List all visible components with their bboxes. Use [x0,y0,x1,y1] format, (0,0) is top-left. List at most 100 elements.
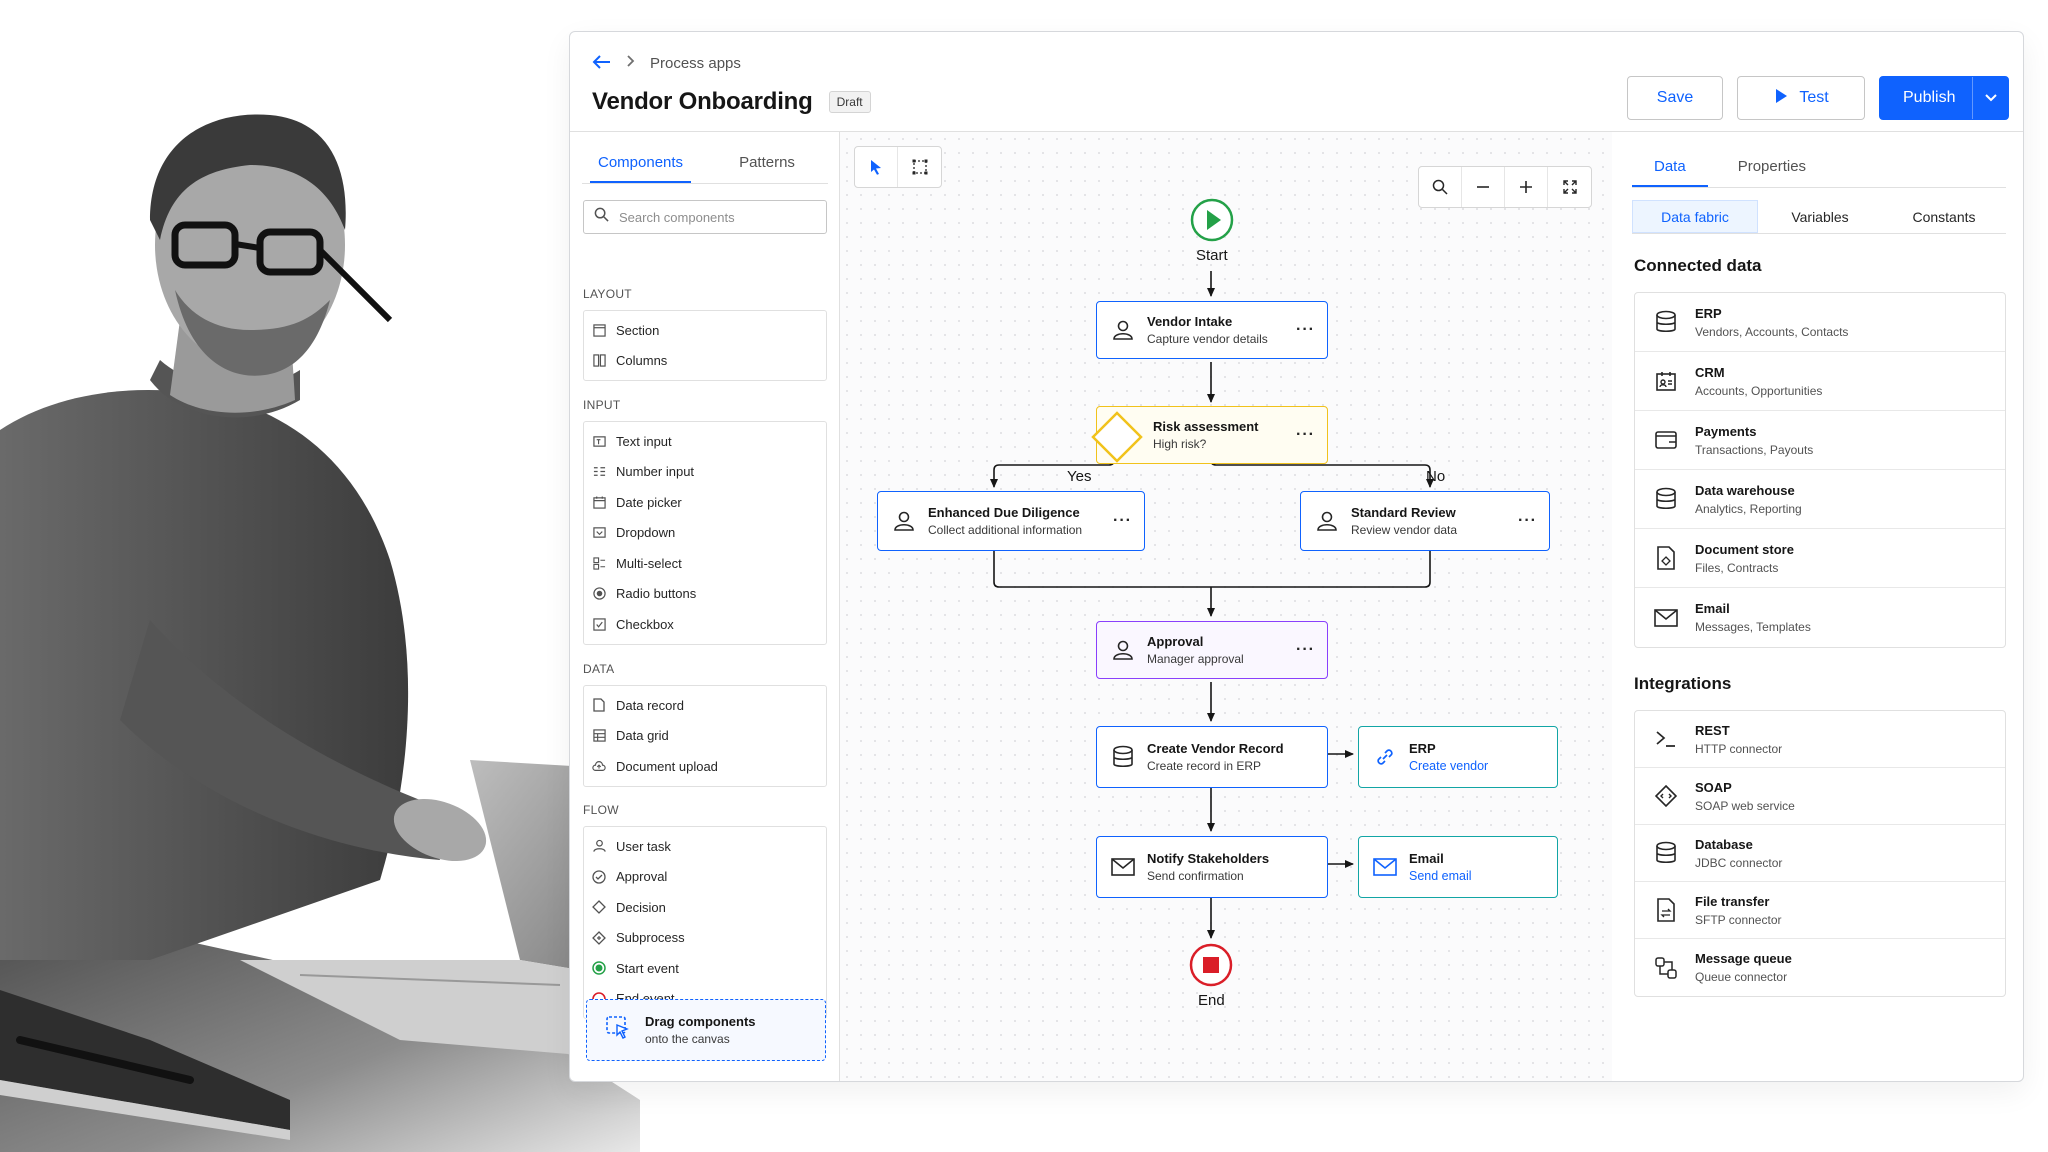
subprocess-icon [592,930,606,945]
integration-item-name: Database [1695,836,1753,852]
start-event-icon [1190,198,1234,242]
component-section[interactable]: Section [584,315,826,346]
component-label: Data record [616,697,684,713]
save-button[interactable]: Save [1627,76,1723,120]
component-number-input[interactable]: Number input [584,457,826,488]
components-panel: Components Patterns LAYOUT Section Colum… [570,132,840,1081]
component-date-picker[interactable]: Date picker [584,487,826,518]
component-user-task[interactable]: User task [584,831,826,862]
back-arrow-icon[interactable] [592,54,612,73]
zoom-search-icon[interactable] [1419,167,1462,207]
component-label: Decision [616,899,666,915]
marquee-select-icon[interactable] [898,147,941,187]
mail-icon [1653,608,1679,627]
component-label: Radio buttons [616,586,697,602]
app-header: Process apps Vendor Onboarding Draft Sav… [570,32,2023,132]
component-start-event[interactable]: Start event [584,953,826,984]
left-tabs: Components Patterns [582,144,828,184]
connected-item-name: Data warehouse [1695,482,1795,498]
component-document-upload[interactable]: Document upload [584,751,826,782]
component-data-record[interactable]: Data record [584,690,826,721]
component-data-grid[interactable]: Data grid [584,721,826,752]
pointer-tool-icon[interactable] [855,147,898,187]
end-event-node[interactable] [1189,943,1233,992]
breadcrumb-link-process-apps[interactable]: Process apps [650,55,741,72]
text-input-icon [592,434,606,448]
search-input[interactable] [619,209,809,225]
database-icon [1109,745,1137,769]
drag-hint-title: Drag components [645,1014,756,1029]
overflow-menu-icon[interactable]: ··· [1296,641,1315,658]
component-decision[interactable]: Decision [584,892,826,923]
node-subtitle: Capture vendor details [1147,332,1268,346]
component-columns[interactable]: Columns [584,346,826,377]
flow-connectors [990,271,1434,939]
zoom-in-icon[interactable] [1505,167,1548,207]
component-subprocess[interactable]: Subprocess [584,923,826,954]
app-window: Process apps Vendor Onboarding Draft Sav… [569,31,2024,1082]
overflow-menu-icon[interactable]: ··· [1296,321,1315,338]
connected-item-name: ERP [1695,305,1722,321]
node-subtitle: Manager approval [1147,652,1244,666]
branch-yes-label: Yes [1067,468,1092,485]
start-label: Start [1196,247,1228,264]
mail-icon [1371,858,1399,876]
component-radio-buttons[interactable]: Radio buttons [584,579,826,610]
subtab-constants[interactable]: Constants [1912,208,1976,225]
overflow-menu-icon[interactable]: ··· [1296,426,1315,443]
integration-item-detail: SFTP connector [1695,912,1782,927]
test-button[interactable]: Test [1737,76,1865,120]
zoom-out-icon[interactable] [1462,167,1505,207]
component-multi-select[interactable]: Multi-select [584,548,826,579]
tab-patterns[interactable]: Patterns [739,154,795,171]
component-approval[interactable]: Approval [584,862,826,893]
integration-item-name: Message queue [1695,951,1792,966]
component-checkbox[interactable]: Checkbox [584,609,826,640]
search-box [583,200,827,234]
connected-data-heading: Connected data [1634,256,1762,275]
component-text-input[interactable]: Text input [584,426,826,457]
database-icon [1653,310,1679,334]
tab-data[interactable]: Data [1632,144,1708,187]
number-input-icon [592,465,606,479]
node-title: Create Vendor Record [1147,741,1284,756]
component-dropdown[interactable]: Dropdown [584,518,826,549]
columns-icon [592,354,606,368]
subtab-variables[interactable]: Variables [1791,208,1849,225]
overflow-menu-icon[interactable]: ··· [1113,512,1132,529]
breadcrumb: Process apps [592,54,741,73]
dropdown-icon [592,526,606,540]
play-icon [1773,88,1789,109]
start-event-node[interactable] [1190,198,1234,247]
tab-components[interactable]: Components [590,144,692,183]
overflow-menu-icon[interactable]: ··· [1518,512,1537,529]
publish-button[interactable]: Publish [1879,76,2009,120]
publish-options-chevron-down-icon[interactable] [1972,77,2008,119]
test-button-label: Test [1799,89,1829,106]
subtab-data-fabric[interactable]: Data fabric [1632,200,1758,233]
tab-properties[interactable]: Properties [1737,158,1807,175]
fit-to-screen-icon[interactable] [1548,167,1591,207]
